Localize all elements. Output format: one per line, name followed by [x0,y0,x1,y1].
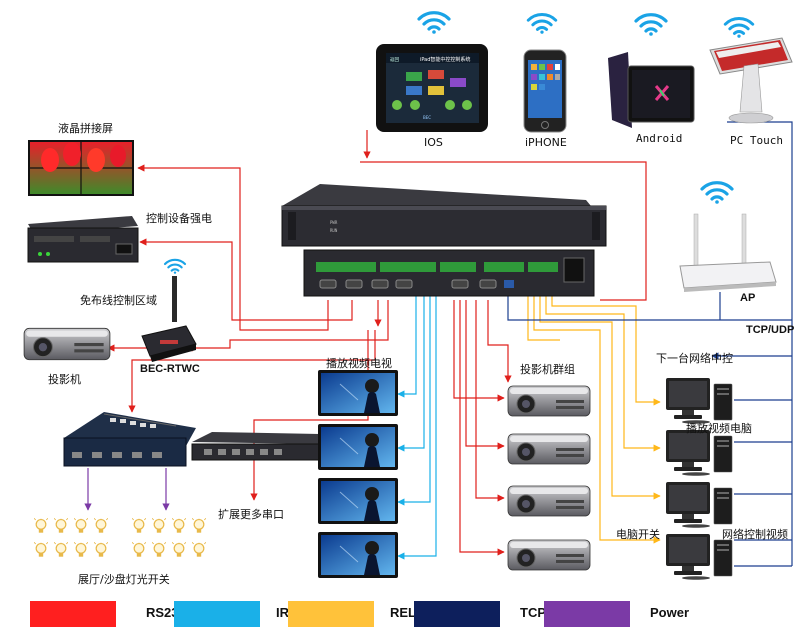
label-play-pc: 播放视频电脑 [686,422,752,435]
label-projector-group: 投影机群组 [520,363,575,376]
label-video-wall: 液晶拼接屏 [58,122,113,135]
bulb-icon [74,542,88,558]
projector-unit [507,385,591,417]
pc-touch-device [709,16,793,124]
bulb-icon [54,542,68,558]
power-lines [84,468,170,511]
label-projector: 投影机 [48,373,81,386]
projector-unit [507,433,591,465]
tcp-lines [507,121,793,567]
label-ap: AP [740,292,756,304]
bulb-icon [152,518,166,534]
wifi-icon [723,16,755,38]
legend-label-power: Power [650,605,690,620]
ipad-screen-brand: BEC [423,115,431,120]
ir-lines [397,290,437,560]
legend-swatch-power [544,601,630,627]
power-controller-device [27,216,139,263]
label-play-tv: 播放视频电视 [326,357,392,370]
pc-unit [665,429,733,476]
pc-group [665,377,733,580]
label-pc-switch: 电脑开关 [616,528,660,541]
legend-swatch-tcp [414,601,500,627]
rs232-lines [107,130,647,556]
bulb-icon [192,542,206,558]
bulb-icon [132,542,146,558]
label-android: Android [636,132,683,145]
bulb-icon [34,542,48,558]
bulb-icon [192,518,206,534]
serial-expander-device [191,432,321,461]
bulb-icon [172,518,186,534]
label-iphone: iPHONE [525,136,567,149]
pc-unit [665,377,733,424]
tv-screen [318,478,398,524]
tv-screen [318,532,398,578]
projector-unit [507,485,591,517]
bulb-icon [94,542,108,558]
label-next-controller: 下一台网络中控 [656,352,733,365]
ipad-device: iPad智能中控控制系统 返回 BEC [376,11,488,132]
bulb-icon [54,518,68,534]
label-wireless-zone: 免布线控制区域 [80,294,157,307]
wifi-icon [634,13,668,36]
ap-device [679,181,777,292]
bulb-icon [34,518,48,534]
bulb-icon [172,542,186,558]
projector-left-device [23,327,111,361]
light-bulbs [34,518,206,558]
light-controller-device [63,412,196,467]
wifi-icon [417,11,451,34]
svg-text:PWR: PWR [330,220,338,225]
tv-screen [318,424,398,470]
label-ios: IOS [424,136,443,149]
legend-swatch-ir [174,601,260,627]
ipad-screen-back: 返回 [390,56,399,63]
wifi-icon [700,181,734,204]
label-pc-touch: PC Touch [730,134,783,147]
label-rtwc: BEC-RTWC [140,363,200,375]
tv-group [318,370,398,578]
svg-text:RUN: RUN [330,228,338,233]
legend-swatch-rs232 [30,601,116,627]
video-wall-device [28,140,134,196]
bulb-icon [94,518,108,534]
wifi-icon [526,12,558,34]
legend-label-ir: IR [276,605,289,620]
bulb-icon [74,518,88,534]
ipad-screen-title: iPad智能中控控制系统 [420,56,470,63]
label-tcp-udp: TCP/UDP [746,324,795,336]
projector-group [507,385,591,571]
tv-screen [318,370,398,416]
label-lights: 展厅/沙盘灯光开关 [78,573,170,586]
legend-swatch-relay [288,601,374,627]
android-device [608,13,695,128]
label-power-controller: 控制设备强电 [146,212,212,225]
wifi-icon [163,258,187,274]
label-net-video: 网络控制视频 [722,528,788,541]
projector-unit [507,539,591,571]
bulb-icon [152,542,166,558]
label-expand-serial: 扩展更多串口 [218,508,284,521]
pc-unit [665,481,733,528]
legend-label-tcp: TCP [520,605,546,620]
rtwc-device [141,258,197,362]
main-controller: PWR RUN [281,184,607,297]
bulb-icon [132,518,146,534]
iphone-device [523,12,567,133]
